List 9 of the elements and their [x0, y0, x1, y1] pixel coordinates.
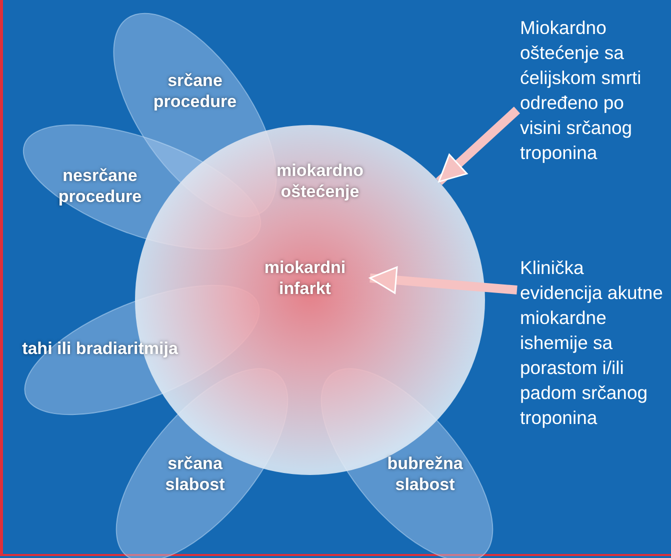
petal-label: bubrežna slabost — [386, 453, 464, 495]
center-label: miokardni infarkt — [263, 257, 347, 299]
petal-label: srčana slabost — [164, 453, 226, 495]
circle-label: miokardno oštećenje — [276, 160, 364, 202]
annotation-text: Miokardno oštećenje sa ćelijskom smrti određeno po visini srčanog troponina — [520, 15, 670, 165]
annotation-text: Klinička evidencija akutne miokardne ishemije sa porastom i/ili padom srčanog troponina — [520, 255, 670, 430]
arrow — [436, 106, 520, 185]
petal-label: nesrčane procedure — [57, 165, 143, 207]
petal-label: srčane procedure — [152, 70, 238, 112]
